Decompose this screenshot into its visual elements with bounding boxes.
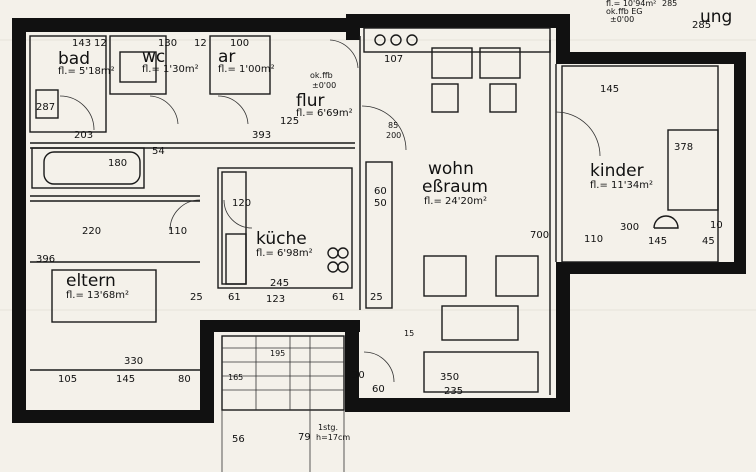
adjacent-okffb: ok.ffb EG xyxy=(606,7,642,16)
dim-label: 50 xyxy=(374,198,387,209)
dim-label: 203 xyxy=(74,130,93,141)
outer-walls xyxy=(12,14,746,423)
dim-label: 25 xyxy=(190,292,203,303)
adjacent-title: ung xyxy=(700,7,732,27)
stairs-label-b: h=17cm xyxy=(316,433,350,442)
stairs xyxy=(221,336,345,472)
dim-label: 56 xyxy=(232,434,245,445)
dim-label: 195 xyxy=(270,349,285,358)
room-area-wohn: fl.= 24'20m² xyxy=(424,196,487,207)
paper-texture xyxy=(0,39,756,311)
dim-label: 61 xyxy=(332,292,345,303)
room-name-eltern: eltern xyxy=(66,271,116,291)
dim-label: 107 xyxy=(384,54,403,65)
room-name-ar: ar xyxy=(218,47,235,67)
dim-label: 235 xyxy=(444,386,463,397)
dim-label: 245 xyxy=(270,278,289,289)
room-area-kinder: fl.= 11'34m² xyxy=(590,180,653,191)
dim-label: 110 xyxy=(584,234,603,245)
dim-label: 123 xyxy=(266,294,285,305)
dim-label: 378 xyxy=(674,142,693,153)
interior-walls xyxy=(29,27,719,411)
dim-label: 130 xyxy=(158,38,177,49)
dim-label: 25 xyxy=(370,292,383,303)
dim-label: 125 xyxy=(280,116,299,127)
room-area-eltern: fl.= 13'68m² xyxy=(66,290,129,301)
dim-label: 120 xyxy=(232,198,251,209)
dim-label: 700 xyxy=(530,230,549,241)
room-area-wc: fl.= 1'30m² xyxy=(142,64,199,75)
dim-label: 396 xyxy=(36,254,55,265)
dim-label: 145 xyxy=(116,374,135,385)
dim-label: 165 xyxy=(228,373,243,382)
dim-label: 105 xyxy=(58,374,77,385)
stairs-label-a: 1stg. xyxy=(318,423,338,432)
room-area-bad: fl.= 5'18m² xyxy=(58,66,115,77)
adjacent-dim: 285 xyxy=(662,0,677,8)
adjacent-area: fl.= 10'94m² xyxy=(606,0,656,8)
dim-label: 85 xyxy=(388,121,398,130)
room-name-kueche: küche xyxy=(256,229,307,249)
dim-label: 143 xyxy=(72,38,91,49)
dim-label: 80 xyxy=(178,374,191,385)
dim-label: 60 xyxy=(374,186,387,197)
dim-label: 12 xyxy=(194,38,207,49)
room-area-flur: fl.= 6'69m² xyxy=(296,108,353,119)
dim-label: 12 xyxy=(94,38,107,49)
dim-label: 10 xyxy=(710,220,723,231)
level-label-okffb: ok.ffb xyxy=(310,71,333,80)
dim-label: 61 xyxy=(228,292,241,303)
door-swings xyxy=(59,39,679,383)
dim-label: 393 xyxy=(252,130,271,141)
room-name-flur: flur xyxy=(296,91,324,111)
dim-label: 180 xyxy=(108,158,127,169)
dim-label: 79 xyxy=(298,432,311,443)
dim-label: 287 xyxy=(36,102,55,113)
dim-label: 300 xyxy=(620,222,639,233)
dim-label: 200 xyxy=(386,131,401,140)
dim-label: 350 xyxy=(440,372,459,383)
dim-label: 45 xyxy=(702,236,715,247)
room-area-ar: fl.= 1'00m² xyxy=(218,64,275,75)
room-name-essraum: eßraum xyxy=(422,177,488,197)
adjacent-level: ±0'00 xyxy=(610,15,634,24)
room-name-wc: wc xyxy=(142,47,165,67)
dim-label: 330 xyxy=(124,356,143,367)
room-name-kinder: kinder xyxy=(590,161,644,181)
dimension-labels: 143 12 130 12 100 107 287 203 393 125 18… xyxy=(36,20,723,445)
room-labels: bad fl.= 5'18m² wc fl.= 1'30m² ar fl.= 1… xyxy=(58,47,653,301)
level-label-value: ±0'00 xyxy=(312,81,336,90)
annotations: ok.ffb ±0'00 1stg. h=17cm fl.= 10'94m² o… xyxy=(310,0,732,442)
dim-label: 54 xyxy=(152,146,165,157)
dim-label: 110 xyxy=(168,226,187,237)
dim-label: 30 xyxy=(352,370,365,381)
dim-label: 285 xyxy=(692,20,711,31)
dim-label: 60 xyxy=(372,384,385,395)
furniture xyxy=(35,34,539,393)
dim-label: 220 xyxy=(82,226,101,237)
room-area-kueche: fl.= 6'98m² xyxy=(256,248,313,259)
dim-label: 100 xyxy=(230,38,249,49)
room-name-wohn: wohn xyxy=(428,159,474,179)
dim-label: 145 xyxy=(648,236,667,247)
dim-label: 145 xyxy=(600,84,619,95)
dim-label: 15 xyxy=(404,329,414,338)
room-name-bad: bad xyxy=(58,49,90,69)
